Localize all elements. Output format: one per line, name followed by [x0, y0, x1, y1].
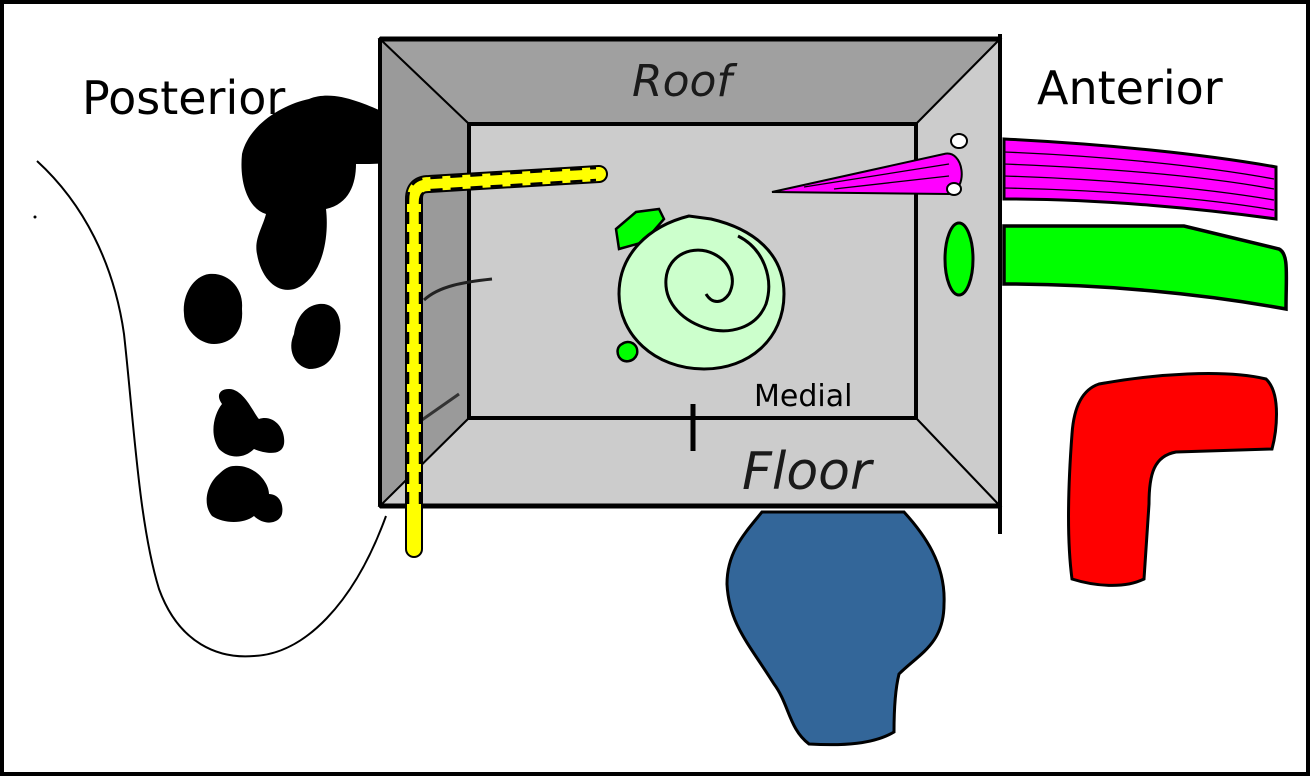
spiral-line [664, 234, 771, 333]
floor-wall [377, 417, 1003, 507]
green-nodule-upper [614, 207, 666, 251]
spiral-structure [614, 207, 786, 371]
black-blob-2 [183, 273, 243, 344]
yellow-dashed-path [405, 165, 608, 558]
black-blob-5 [206, 465, 283, 523]
posterior-outline [36, 160, 387, 658]
magenta-band [771, 133, 1278, 221]
green-oval [943, 221, 975, 297]
white-foramen-lower [946, 182, 962, 196]
white-foramen-upper [950, 133, 968, 149]
posterior-wall-line-upper [422, 277, 493, 302]
posterior-label: Posterior [82, 71, 285, 125]
posterior-wall-line-lower [418, 392, 460, 424]
orbit-diagram: Posterior Anterior Roof Medial Floor [33, 34, 1289, 747]
medial-label: Medial [754, 379, 852, 414]
spiral-body [617, 214, 786, 371]
floor-label: Floor [742, 442, 875, 502]
black-clusters [183, 95, 410, 523]
green-nodule-lower [616, 340, 639, 363]
blue-sinus [725, 510, 946, 747]
green-band [1002, 224, 1289, 312]
anterior-label: Anterior [1037, 61, 1223, 115]
black-blob-large [241, 95, 410, 290]
stray-dot [33, 215, 37, 219]
red-bent-structure [1067, 372, 1278, 587]
roof-label: Roof [632, 56, 738, 107]
black-blob-3 [291, 303, 341, 369]
black-blob-4 [213, 389, 285, 457]
